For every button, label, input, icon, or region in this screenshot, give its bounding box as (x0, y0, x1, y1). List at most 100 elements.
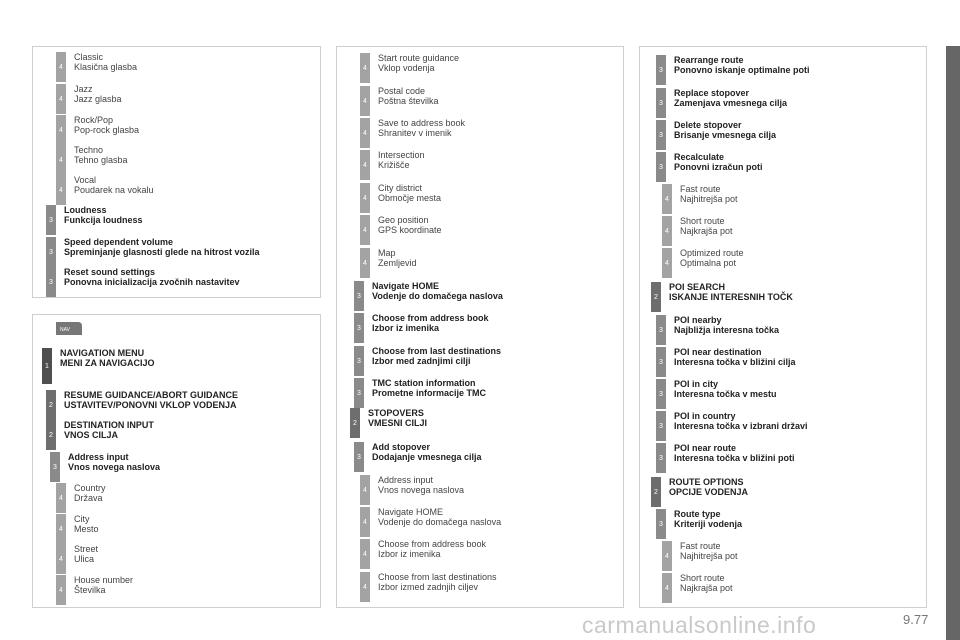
nav-button-icon: NAV (56, 322, 82, 335)
level-badge: 3 (354, 346, 364, 376)
entry-title-en: Reset sound settings (64, 267, 156, 277)
entry-title-en: House number (74, 575, 134, 585)
level-badge: 3 (354, 442, 364, 472)
level-badge: 4 (662, 541, 672, 571)
level-badge: 4 (360, 248, 370, 278)
watermark: carmanualsonline.info (582, 612, 817, 638)
entry-title-sl: Najbližja interesna točka (674, 325, 780, 335)
entry-title-en: Optimized route (680, 248, 744, 258)
entry-title-sl: Ponovni izračun poti (674, 162, 763, 172)
level-badge: 3 (46, 237, 56, 267)
level-badge: 3 (656, 509, 666, 539)
entry-title-sl: Klasična glasba (74, 62, 138, 72)
entry-title-en: Delete stopover (674, 120, 742, 130)
entry-title-sl: Območje mesta (378, 193, 442, 203)
level-badge: 3 (656, 152, 666, 182)
entry-title-sl: Poštna številka (378, 96, 439, 106)
entry-title-en: NAVIGATION MENU (60, 348, 145, 358)
entry-title-en: POI SEARCH (669, 282, 726, 292)
entry-title-en: Route type (674, 509, 721, 519)
entry-title-sl: Najkrajša pot (680, 583, 733, 593)
entry-title-en: POI nearby (674, 315, 722, 325)
entry-title-en: Jazz (74, 84, 93, 94)
entry-title-sl: Funkcija loudness (64, 215, 143, 225)
entry-title-sl: Brisanje vmesnega cilja (674, 130, 777, 140)
entry-title-sl: Jazz glasba (74, 94, 122, 104)
level-badge: 4 (360, 150, 370, 180)
level-badge: 3 (656, 315, 666, 345)
entry-title-sl: Izbor iz imenika (378, 549, 441, 559)
level-badge: 3 (354, 378, 364, 408)
entry-title-en: Techno (74, 145, 104, 155)
entry-title-en: City district (378, 183, 423, 193)
entry-title-sl: MENI ZA NAVIGACIJO (60, 358, 155, 368)
level-badge: 4 (360, 183, 370, 213)
entry-title-en: Short route (680, 216, 725, 226)
level-badge: 4 (662, 184, 672, 214)
level-badge: 4 (56, 84, 66, 114)
level-badge: 4 (360, 86, 370, 116)
entry-title-sl: Vklop vodenja (378, 63, 435, 73)
entry-title-en: Save to address book (378, 118, 466, 128)
nav-icon-label: NAV (60, 327, 71, 333)
level-badge: 3 (656, 347, 666, 377)
entry-title-en: Rearrange route (674, 55, 744, 65)
page-number: 9.77 (903, 612, 929, 627)
entry-title-sl: Zemljevid (378, 258, 417, 268)
entry-title-en: TMC station information (372, 378, 476, 388)
level-badge: 4 (56, 544, 66, 574)
entry-title-sl: Interesna točka v mestu (674, 389, 777, 399)
entry-title-sl: Shranitev v imenik (378, 128, 452, 138)
level-badge: 4 (360, 215, 370, 245)
entry-title-en: POI in city (674, 379, 719, 389)
entry-title-sl: Interesna točka v bližini cilja (674, 357, 796, 367)
entry-title-en: Address input (68, 452, 129, 462)
entry-title-sl: Optimalna pot (680, 258, 737, 268)
level-badge: 4 (662, 573, 672, 603)
entry-title-en: Short route (680, 573, 725, 583)
